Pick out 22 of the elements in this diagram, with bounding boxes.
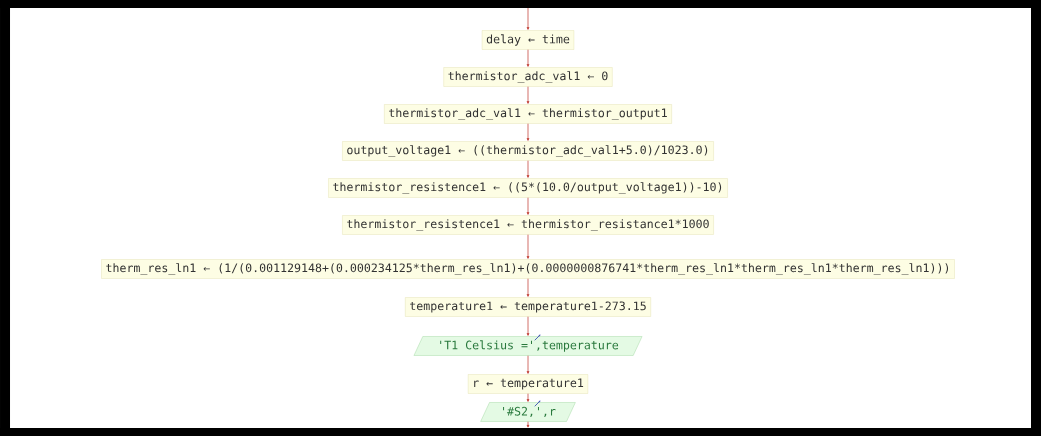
arrow [526,278,530,297]
arrow [526,197,530,215]
arrow [526,7,530,30]
process-box: thermistor_resistence1 ← thermistor_resistance1*1000 [342,215,714,235]
arrow [526,86,530,104]
process-box: thermistor_adc_val1 ← thermistor_output1 [384,104,672,124]
arrow [526,123,530,141]
process-box: thermistor_adc_val1 ← 0 [443,67,613,87]
process-box: thermistor_resistence1 ← ((5*(10.0/output_voltage1))-10) [328,178,728,198]
output-parallelogram: 'T1 Celsius =',temperature [413,336,643,356]
process-box: output_voltage1 ← ((thermistor_adc_val1+5.0)/1023.0) [342,141,714,161]
arrow [526,355,530,374]
process-box: delay ← time [481,30,575,50]
arrow [526,316,530,336]
process-box: r ← temperature1 [467,374,589,394]
arrow [526,160,530,178]
arrow [526,234,530,259]
arrow [526,393,530,402]
process-box: therm_res_ln1 ← (1/(0.001129148+(0.000234125*therm_res_ln1)+(0.0000000876741*therm_res_ln1*therm_res_ln1*therm_res_ln1))) [101,259,955,279]
arrow [526,49,530,67]
process-box: temperature1 ← temperature1-273.15 [405,297,651,317]
arrow [526,421,530,428]
